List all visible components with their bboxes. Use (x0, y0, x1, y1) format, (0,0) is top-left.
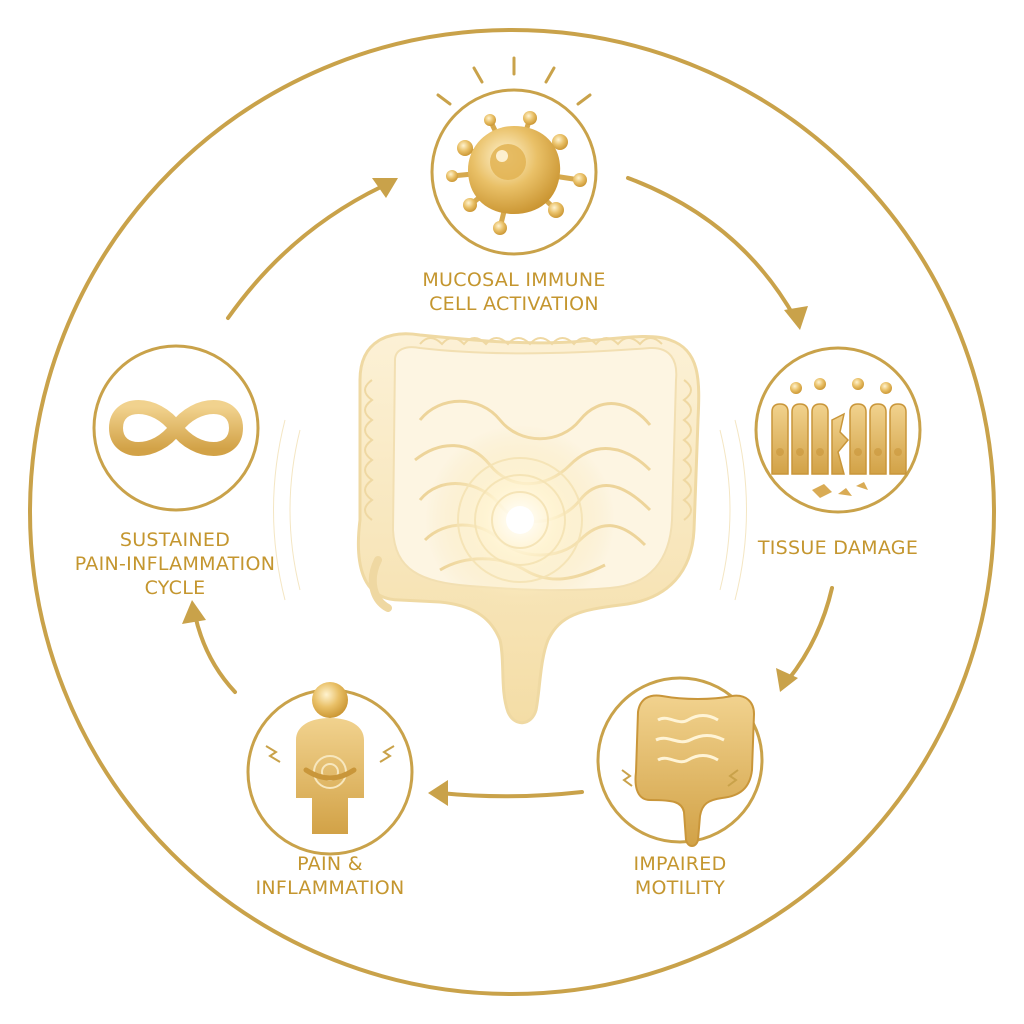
arrow-tissue-to-motility (786, 586, 834, 682)
arrow-mucosal-to-tissue (626, 176, 797, 320)
node-mucosal (430, 56, 598, 256)
node-motility (596, 676, 764, 847)
immune-cell-icon (436, 56, 592, 235)
label-sustained-line: SUSTAINED (119, 529, 231, 551)
label-motility-line: MOTILITY (634, 877, 726, 899)
outer-ring (28, 28, 996, 996)
label-pain: PAIN &INFLAMMATION (230, 852, 430, 900)
label-pain-line: PAIN & (297, 853, 363, 875)
label-tissue: TISSUE DAMAGE (738, 536, 938, 560)
node-pain (246, 682, 414, 856)
digestive-tract-icon (273, 332, 747, 725)
node-sustained (92, 344, 260, 512)
label-pain-line: INFLAMMATION (255, 877, 405, 899)
person-abdominal-pain-icon (265, 682, 395, 834)
intestine-icon (621, 694, 756, 847)
arrow-sustained-to-mucosal (226, 183, 387, 320)
label-mucosal-line: MUCOSAL IMMUNE (422, 269, 606, 291)
label-sustained-line: CYCLE (144, 577, 206, 599)
label-tissue-line: TISSUE DAMAGE (757, 537, 919, 559)
cycle-arrows (193, 176, 834, 799)
arrow-pain-to-sustained (193, 613, 237, 694)
damaged-tissue-icon (771, 378, 907, 498)
node-tissue (754, 346, 922, 514)
infinity-icon (109, 400, 243, 456)
label-motility-line: IMPAIRED (633, 853, 727, 875)
label-mucosal-line: CELL ACTIVATION (429, 293, 599, 315)
label-sustained-line: PAIN-INFLAMMATION (74, 553, 276, 575)
arrow-motility-to-pain (438, 790, 584, 799)
arrow-heads (182, 178, 808, 806)
